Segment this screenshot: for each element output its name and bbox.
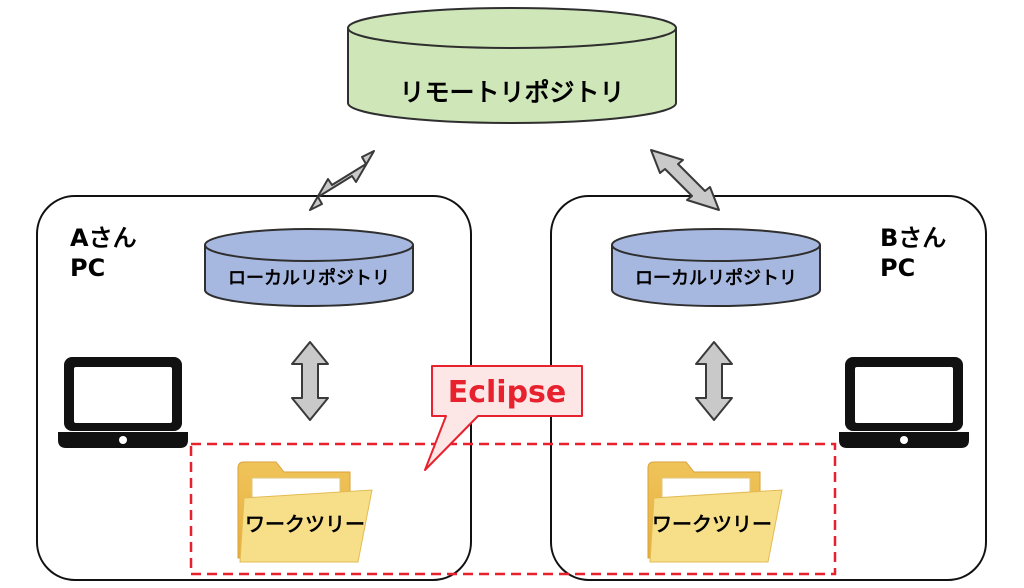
double-arrow-icon bbox=[695, 341, 733, 421]
local-repository-b: ローカルリポジトリ bbox=[611, 228, 821, 307]
local-repository-b-label: ローカルリポジトリ bbox=[635, 267, 797, 289]
laptop-icon bbox=[58, 357, 188, 448]
work-tree-a-label: ワークツリー bbox=[245, 512, 365, 536]
folder-icon bbox=[237, 461, 373, 563]
double-arrow-icon bbox=[650, 149, 720, 211]
double-arrow-icon bbox=[291, 341, 329, 421]
local-repository-a: ローカルリポジトリ bbox=[204, 228, 414, 307]
pc-b-name-line2: PC bbox=[880, 254, 915, 282]
eclipse-callout-label: Eclipse bbox=[448, 375, 567, 410]
remote-repository: リモートリポジトリ bbox=[347, 7, 677, 124]
remote-repository-label: リモートリポジトリ bbox=[399, 78, 624, 107]
eclipse-area-dashed bbox=[189, 442, 837, 576]
pc-b-name-line1: Bさん bbox=[880, 224, 946, 252]
pc-a-name-line2: PC bbox=[70, 254, 105, 282]
laptop-icon bbox=[839, 357, 969, 448]
pc-a-name-line1: Aさん bbox=[70, 224, 137, 252]
work-tree-b-label: ワークツリー bbox=[652, 512, 772, 536]
eclipse-callout: Eclipse bbox=[424, 365, 583, 471]
folder-icon bbox=[647, 461, 783, 563]
double-arrow-icon bbox=[309, 150, 375, 211]
local-repository-a-label: ローカルリポジトリ bbox=[228, 267, 390, 289]
